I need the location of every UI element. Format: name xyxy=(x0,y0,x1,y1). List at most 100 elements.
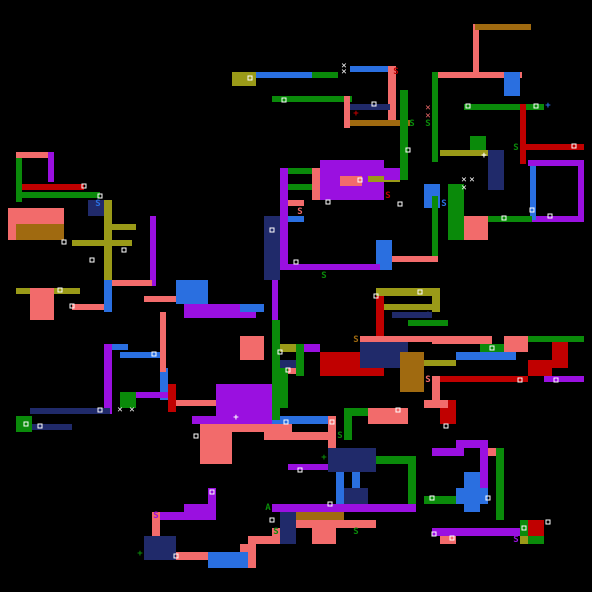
corridor xyxy=(264,432,328,440)
door-marker xyxy=(209,489,215,495)
corridor xyxy=(578,160,584,222)
corridor xyxy=(112,224,136,230)
door-marker xyxy=(89,257,95,263)
corridor xyxy=(384,168,400,180)
corridor xyxy=(528,336,584,342)
door-marker xyxy=(329,419,335,425)
corridor xyxy=(376,456,416,464)
room xyxy=(200,424,232,464)
s-marker: S xyxy=(321,271,326,281)
room xyxy=(88,200,104,216)
s-marker: S xyxy=(393,67,398,77)
door-marker xyxy=(269,227,275,233)
door-marker xyxy=(269,517,275,523)
corridor xyxy=(144,296,176,302)
corridor xyxy=(424,400,448,408)
corridor xyxy=(528,360,552,376)
corridor xyxy=(408,320,448,326)
room xyxy=(552,336,568,368)
corridor xyxy=(104,344,112,414)
corridor xyxy=(344,488,368,504)
door-marker xyxy=(277,349,283,355)
s-marker: S xyxy=(409,119,414,129)
corridor xyxy=(256,536,280,544)
door-marker xyxy=(485,495,491,501)
door-marker xyxy=(297,467,303,473)
s-marker: S xyxy=(513,143,518,153)
corridor xyxy=(288,200,304,206)
corridor xyxy=(288,216,304,222)
corridor xyxy=(432,376,528,382)
plus-marker: + xyxy=(321,453,327,463)
door-marker xyxy=(69,303,75,309)
corridor xyxy=(272,504,416,512)
room xyxy=(30,288,54,320)
door-marker xyxy=(517,377,523,383)
door-marker xyxy=(327,501,333,507)
corridor xyxy=(160,368,168,400)
corridor xyxy=(272,320,280,420)
corridor xyxy=(432,336,492,344)
room xyxy=(120,392,136,408)
corridor xyxy=(424,496,456,504)
s-marker: S xyxy=(297,207,302,217)
door-marker xyxy=(371,101,377,107)
s-marker: S xyxy=(513,535,518,545)
door-marker xyxy=(395,407,401,413)
door-marker xyxy=(547,213,553,219)
corridor xyxy=(296,344,304,376)
corridor xyxy=(160,512,184,520)
corridor xyxy=(280,168,288,268)
s-marker: S xyxy=(425,119,430,129)
room xyxy=(528,520,544,536)
corridor xyxy=(328,416,336,448)
room xyxy=(16,224,64,240)
room xyxy=(504,336,528,352)
corridor xyxy=(30,408,110,414)
corridor xyxy=(524,144,584,150)
corridor xyxy=(240,304,264,312)
corridor xyxy=(272,280,278,320)
corridor xyxy=(288,464,328,470)
corridor xyxy=(392,312,432,318)
door-marker xyxy=(533,103,539,109)
corridor xyxy=(520,104,526,164)
corridor xyxy=(530,216,584,222)
corridor xyxy=(72,240,132,246)
corridor xyxy=(464,104,544,110)
door-marker xyxy=(281,97,287,103)
corridor xyxy=(72,304,108,310)
door-marker xyxy=(553,377,559,383)
corridor xyxy=(480,440,488,496)
room xyxy=(400,352,424,392)
corridor xyxy=(344,96,350,128)
door-marker xyxy=(405,147,411,153)
room xyxy=(376,240,392,270)
s-marker: S xyxy=(441,199,446,209)
plus-marker: + xyxy=(137,549,143,559)
corridor xyxy=(152,512,160,552)
corridor xyxy=(168,384,176,412)
door-marker xyxy=(283,419,289,425)
corridor xyxy=(16,192,100,198)
corridor xyxy=(456,216,532,222)
door-marker xyxy=(449,535,455,541)
corridor xyxy=(376,296,384,336)
door-marker xyxy=(81,183,87,189)
room xyxy=(144,536,176,560)
door-marker xyxy=(431,531,437,537)
door-marker xyxy=(357,177,363,183)
corridor xyxy=(32,424,72,430)
door-marker xyxy=(489,345,495,351)
corridor xyxy=(496,448,504,520)
corridor xyxy=(473,24,479,74)
door-marker xyxy=(417,289,423,295)
room xyxy=(328,448,376,472)
corridor xyxy=(432,72,438,162)
corridor xyxy=(408,456,416,512)
corridor xyxy=(344,408,368,416)
door-marker xyxy=(397,201,403,207)
room xyxy=(488,150,504,190)
door-marker xyxy=(545,519,551,525)
